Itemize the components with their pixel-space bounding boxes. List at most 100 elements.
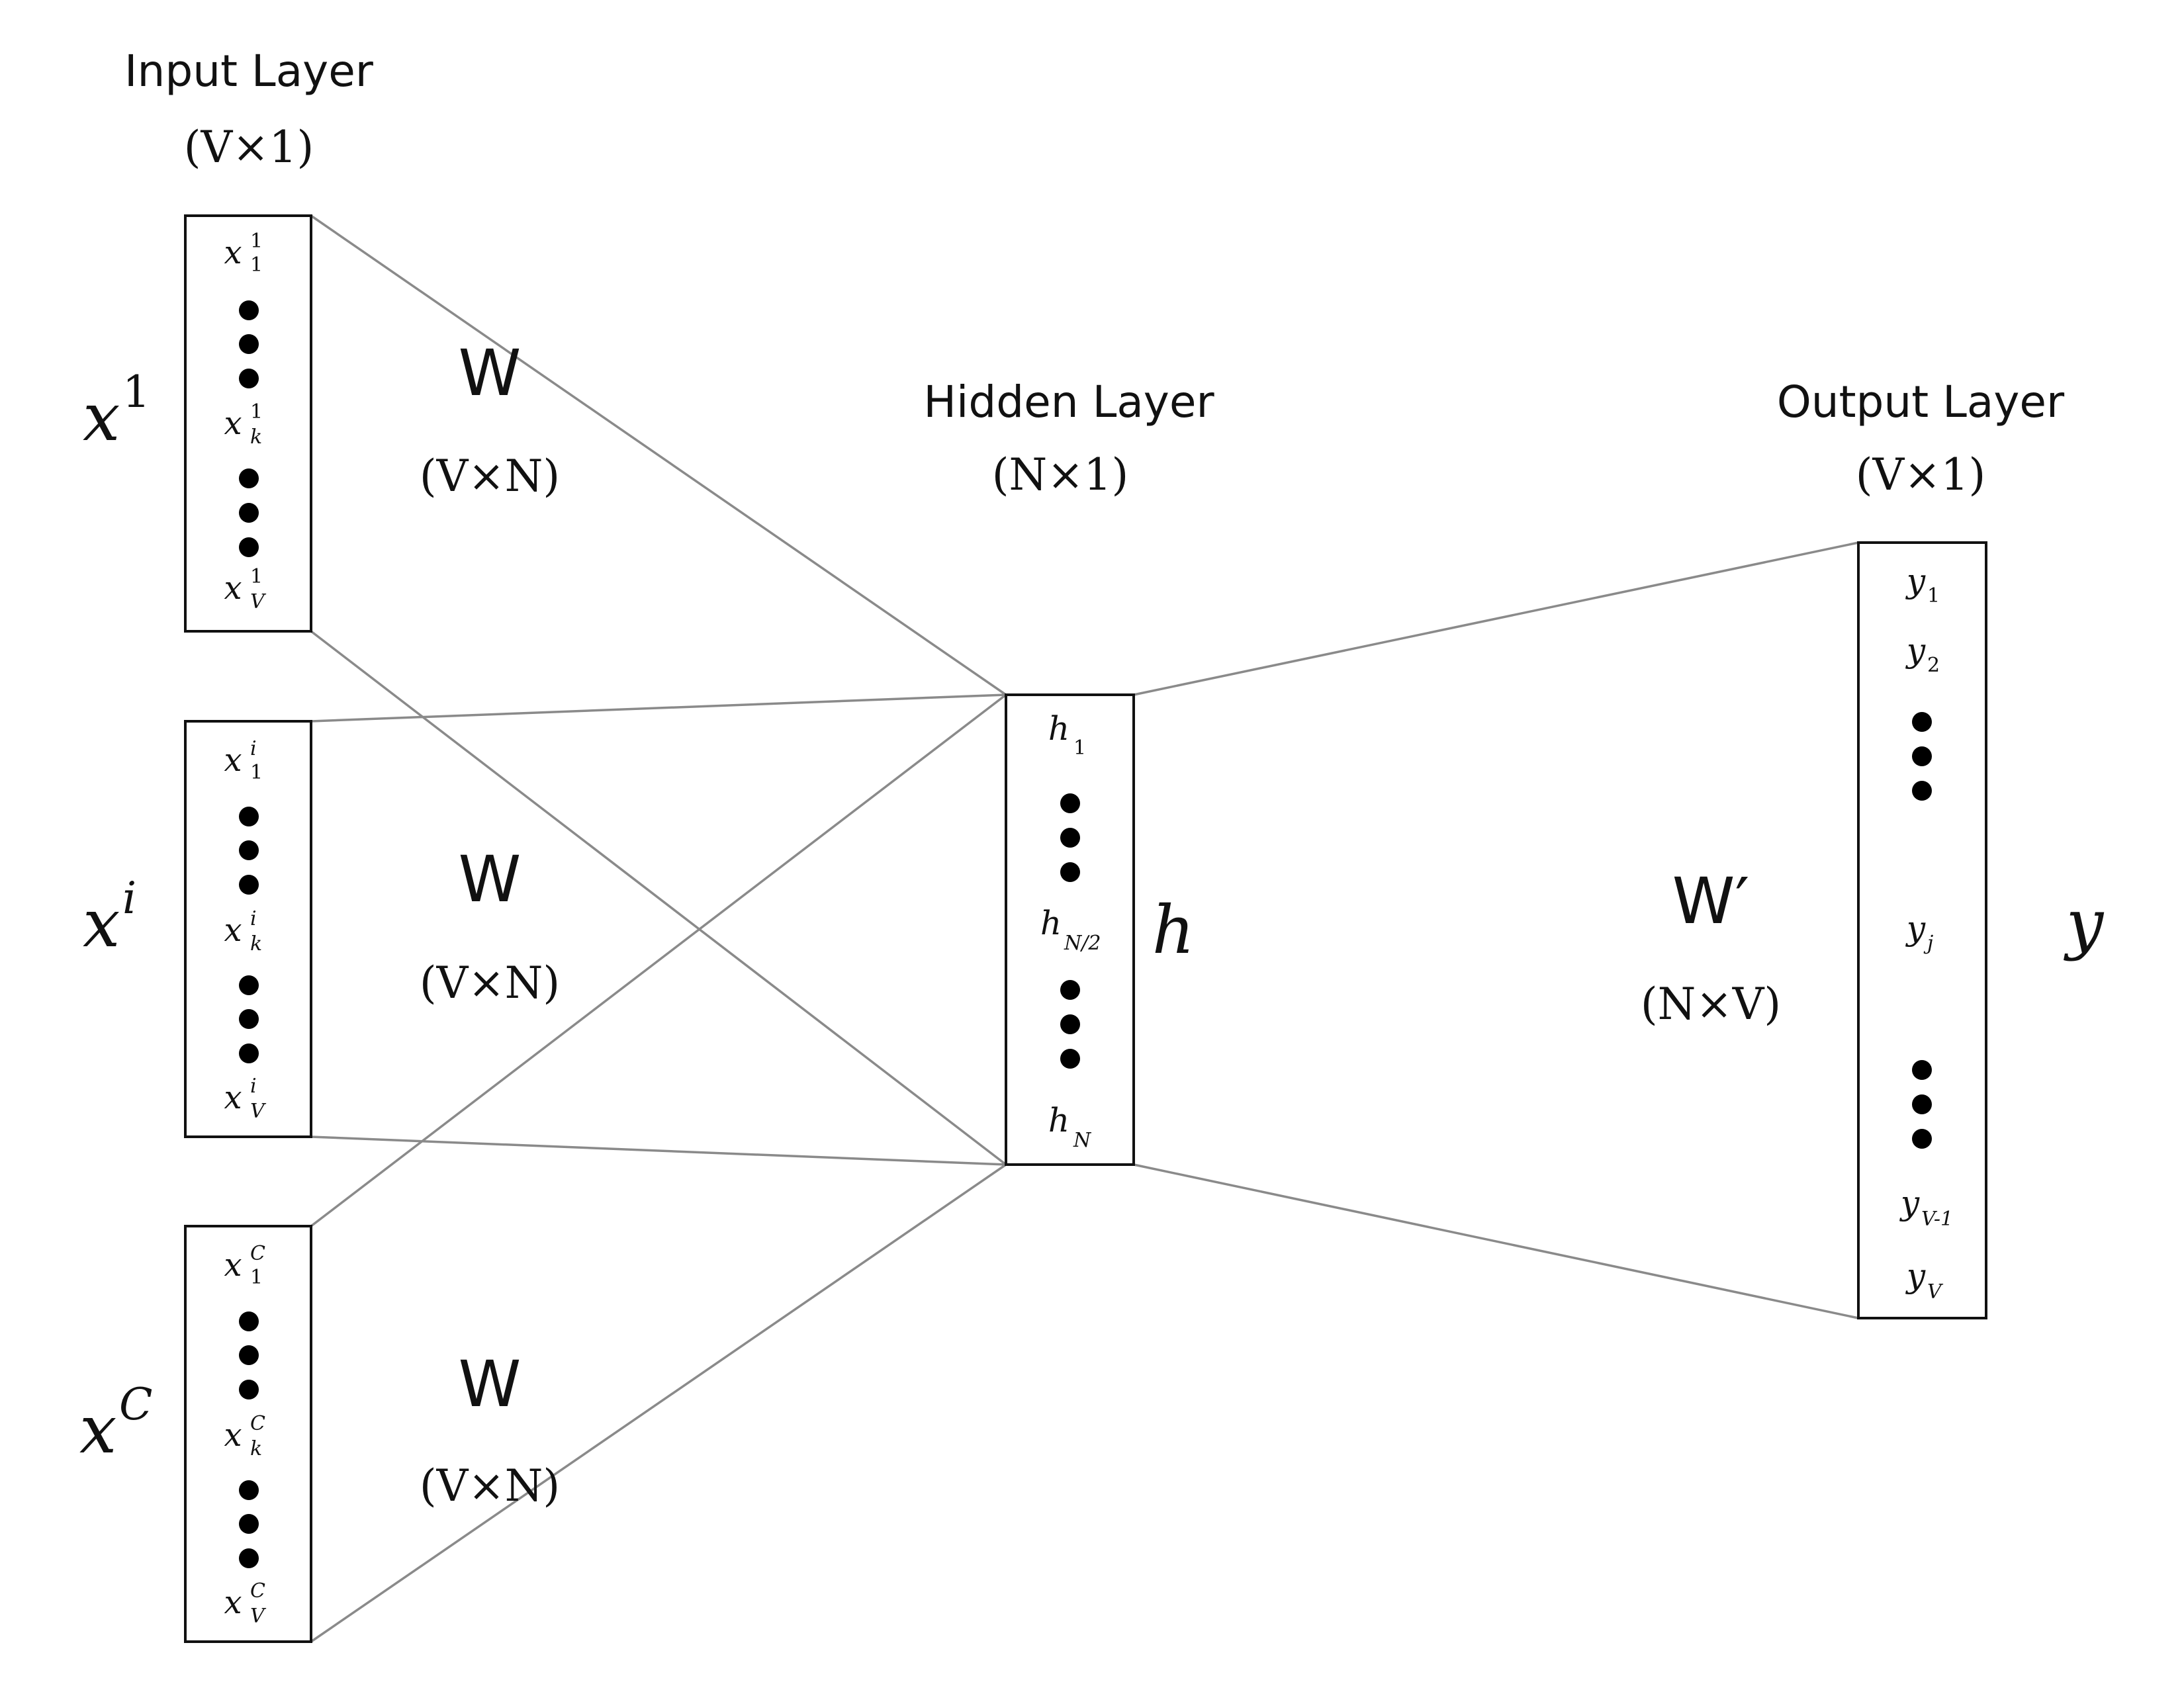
- input-element-1-k: x: [224, 405, 242, 442]
- input-vector-i-base: x: [83, 885, 120, 962]
- hidden-element-N: h: [1048, 1101, 1069, 1139]
- ellipsis-dot: [239, 1044, 259, 1063]
- input-element-1-k-sub: k: [250, 425, 262, 449]
- input-element-1-V-sup: 1: [250, 565, 263, 588]
- connection-xi-bottom: [310, 1135, 1007, 1166]
- connection-h-bottom: [1133, 1163, 1859, 1319]
- ellipsis-dot: [239, 1345, 259, 1365]
- weight-matrix-C-dimension: (V×N): [420, 1460, 560, 1511]
- input-element-i-k-sup: i: [250, 907, 257, 930]
- hidden-vector-box: [1005, 693, 1135, 1166]
- hidden-element-N-half: h: [1040, 904, 1062, 942]
- input-vector-1-box: [184, 214, 312, 633]
- input-vector-i: x i 1 x i k x i V: [184, 720, 312, 1138]
- ellipsis-dot: [1060, 1014, 1080, 1034]
- input-vector-1-label: x 1: [83, 367, 150, 456]
- connection-xC-top: [310, 693, 1007, 1227]
- output-vector: y 1 y 2 y j y V-1 y V: [1857, 541, 1987, 1319]
- weight-matrix-1-label: W: [459, 336, 522, 410]
- input-element-C-1-sub: 1: [250, 1266, 263, 1289]
- input-element-i-1: x: [224, 742, 242, 779]
- ellipsis-dot: [239, 975, 259, 995]
- hidden-layer-dimension: (N×1): [992, 449, 1129, 500]
- input-element-i-V-sup: i: [250, 1075, 257, 1098]
- input-element-i-k-sub: k: [250, 932, 262, 955]
- hidden-element-N-half-sub: N/2: [1064, 932, 1101, 955]
- ellipsis-dot: [239, 1548, 259, 1568]
- connection-xi-top: [310, 693, 1007, 723]
- hidden-element-1: h: [1048, 709, 1069, 748]
- ellipsis-dot: [239, 1009, 259, 1029]
- input-element-1-V: x: [224, 570, 242, 607]
- output-element-V-sub: V: [1927, 1280, 1944, 1304]
- input-vector-1-base: x: [83, 378, 120, 456]
- input-element-1-1-sup: 1: [250, 230, 263, 253]
- input-element-i-k: x: [224, 912, 242, 949]
- ellipsis-dot: [1060, 793, 1080, 813]
- output-vector-label: y: [2064, 885, 2105, 962]
- ellipsis-dot: [1060, 980, 1080, 1000]
- input-element-C-V: x: [224, 1584, 242, 1621]
- input-vector-C: x C 1 x C k x C V: [184, 1225, 312, 1643]
- input-layer-title: Input Layer: [124, 46, 374, 97]
- input-element-1-k-sup: 1: [250, 400, 263, 423]
- input-element-C-k-sup: C: [250, 1412, 265, 1435]
- input-element-C-k-sub: k: [250, 1437, 262, 1460]
- ellipsis-dot: [239, 334, 259, 354]
- input-vector-1-sup: 1: [122, 367, 150, 418]
- output-element-j: y: [1905, 909, 1926, 948]
- weight-matrix-i-dimension: (V×N): [420, 957, 560, 1008]
- ellipsis-dot: [239, 1311, 259, 1331]
- ellipsis-dot: [1060, 1049, 1080, 1069]
- ellipsis-dot: [1912, 1060, 1932, 1080]
- input-vector-1: x 1 1 x 1 k x 1 V: [184, 214, 312, 633]
- connection-x1-bottom: [310, 630, 1007, 1166]
- input-layer-dimension: (V×1): [184, 122, 314, 173]
- hidden-element-1-sub: 1: [1073, 736, 1086, 760]
- input-element-1-1-sub: 1: [250, 253, 263, 277]
- input-element-1-1: x: [224, 234, 242, 271]
- output-weight-label: W′: [1672, 864, 1750, 938]
- weight-matrix-C-label: W: [459, 1347, 522, 1421]
- hidden-layer-title: Hidden Layer: [923, 377, 1214, 427]
- hidden-element-N-sub: N: [1073, 1129, 1092, 1152]
- output-element-V-1: y: [1899, 1184, 1920, 1222]
- layer-titles: Input Layer (V×1) Hidden Layer (N×1) Out…: [124, 46, 2065, 500]
- output-element-1-sub: 1: [1927, 584, 1940, 607]
- ellipsis-dot: [239, 369, 259, 388]
- weight-matrix-i-label: W: [459, 842, 522, 916]
- input-vector-C-label: x C: [79, 1379, 153, 1468]
- output-element-2: y: [1905, 631, 1926, 670]
- hidden-vector: h 1 h N/2 h N: [1005, 693, 1135, 1166]
- ellipsis-dot: [239, 875, 259, 895]
- input-vector-C-box: [184, 1225, 312, 1643]
- hidden-vector-label: h: [1152, 891, 1195, 969]
- connection-lines: [310, 214, 1859, 1643]
- connection-xC-bottom: [310, 1163, 1007, 1643]
- input-element-C-V-sup: C: [250, 1579, 265, 1603]
- ellipsis-dot: [239, 1514, 259, 1534]
- ellipsis-dot: [1912, 781, 1932, 801]
- weight-matrix-1-dimension: (V×N): [420, 451, 560, 502]
- input-vector-C-sup: C: [119, 1379, 153, 1430]
- input-element-1-V-sub: V: [250, 590, 267, 613]
- ellipsis-dot: [1912, 1129, 1932, 1149]
- input-element-i-V-sub: V: [250, 1100, 267, 1123]
- ellipsis-dot: [239, 807, 259, 826]
- input-element-C-1: x: [224, 1247, 242, 1284]
- ellipsis-dot: [1912, 746, 1932, 766]
- connection-x1-top: [310, 214, 1007, 696]
- output-weight-dimension: (N×V): [1641, 979, 1781, 1030]
- output-layer-dimension: (V×1): [1856, 449, 1985, 500]
- ellipsis-dot: [239, 503, 259, 523]
- output-element-V-1-sub: V-1: [1921, 1208, 1953, 1231]
- ellipsis-dot: [239, 300, 259, 320]
- ellipsis-dot: [239, 537, 259, 557]
- input-element-C-k: x: [224, 1417, 242, 1454]
- ellipsis-dot: [239, 840, 259, 860]
- input-element-i-V: x: [224, 1079, 242, 1116]
- output-layer-title: Output Layer: [1777, 377, 2065, 427]
- output-element-1: y: [1905, 562, 1926, 600]
- output-element-2-sub: 2: [1927, 654, 1940, 677]
